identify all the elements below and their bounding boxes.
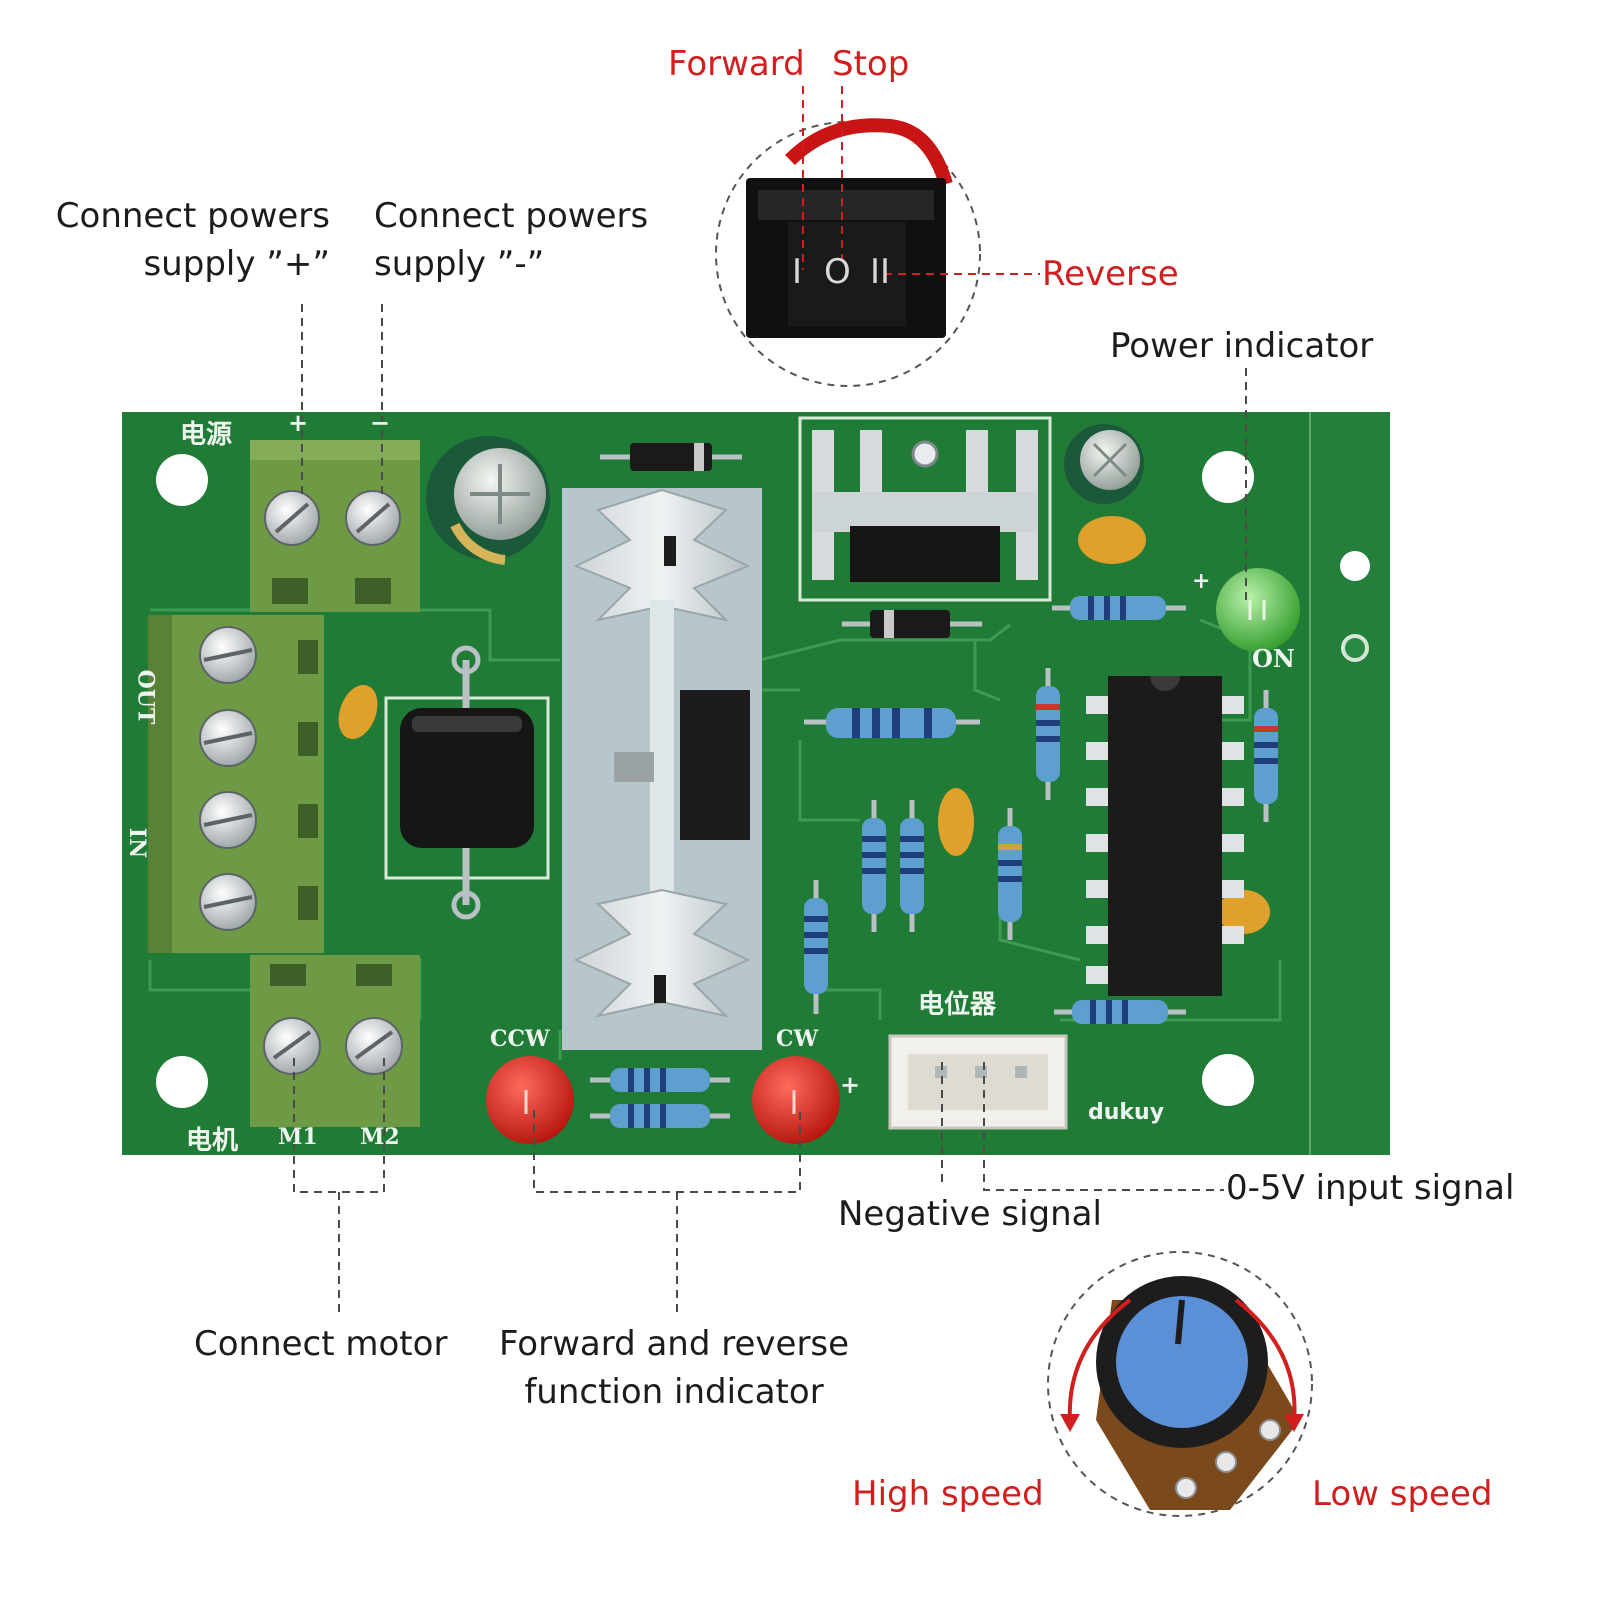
- label-power-minus-line1: Connect powers: [374, 196, 649, 236]
- resistor: [804, 880, 828, 1014]
- resistor: [998, 808, 1022, 940]
- resistor: [804, 708, 980, 738]
- label-connect-motor: Connect motor: [194, 1324, 448, 1364]
- ic-chip: [1086, 676, 1244, 996]
- label-fr-indicator-line2: function indicator: [524, 1372, 824, 1412]
- silk-power: 电源: [180, 420, 233, 450]
- rocker-switch-inset: [715, 118, 981, 387]
- ceramic-capacitors: [338, 516, 1270, 934]
- potentiometer-inset: [1047, 1251, 1313, 1517]
- power-led: [1216, 568, 1300, 652]
- resistor: [1036, 668, 1060, 800]
- silk-cw-plus: +: [840, 1070, 861, 1099]
- label-power-minus-line2: supply ”-”: [374, 244, 545, 284]
- silk-m1: M1: [278, 1124, 318, 1150]
- silk-motor: 电机: [186, 1126, 239, 1156]
- resistor: [590, 1068, 730, 1092]
- label-high-speed: High speed: [852, 1474, 1044, 1514]
- cw-led: [752, 1056, 840, 1144]
- resistor: [862, 800, 886, 932]
- electrolytic-capacitor-large: [426, 436, 550, 565]
- silk-ccw: CCW: [490, 1026, 550, 1052]
- callout-lines: [293, 86, 1247, 1316]
- resistor: [590, 1104, 730, 1128]
- label-power-plus-line1: Connect powers: [55, 196, 330, 236]
- label-power-minus: Connect powers supply ”-”: [374, 192, 648, 288]
- label-power-indicator: Power indicator: [1110, 326, 1374, 366]
- label-power-plus-line2: supply ”+”: [143, 244, 330, 284]
- switch-terminal-block: [148, 615, 324, 953]
- motor-terminal-block: [250, 955, 420, 1127]
- label-low-speed: Low speed: [1312, 1474, 1493, 1514]
- silk-minus: −: [370, 408, 391, 437]
- silk-plus: +: [288, 408, 309, 437]
- silk-in: IN: [124, 827, 151, 859]
- silk-out: OUT: [132, 669, 159, 725]
- mosfet-heatsink: [562, 488, 762, 1050]
- resistor: [900, 800, 924, 932]
- silk-pot: 电位器: [918, 990, 997, 1020]
- resistor: [1054, 1000, 1186, 1024]
- resistor: [1254, 690, 1278, 822]
- switch-reverse-mark: II: [870, 252, 891, 292]
- silk-on: ON: [1252, 644, 1295, 673]
- power-diode: [384, 645, 550, 920]
- label-input-signal: 0-5V input signal: [1226, 1168, 1515, 1208]
- label-power-plus: Connect powers supply ”+”: [30, 192, 330, 288]
- signal-diodes: [600, 443, 982, 638]
- ccw-led: [486, 1056, 574, 1144]
- resistors: [590, 596, 1278, 1128]
- switch-forward-mark: I: [792, 252, 803, 292]
- silk-led-plus: +: [1192, 568, 1211, 594]
- electrolytic-capacitor-small: [1064, 424, 1144, 504]
- power-terminal-block: [250, 440, 420, 612]
- switch-stop-mark: O: [824, 252, 851, 292]
- silk-cw: CW: [776, 1026, 819, 1052]
- resistor: [1052, 596, 1186, 620]
- potentiometer-connector: [888, 1034, 1068, 1130]
- silk-brand: dukuy: [1088, 1100, 1165, 1125]
- silk-m2: M2: [360, 1124, 400, 1150]
- label-negative-signal: Negative signal: [838, 1194, 1102, 1234]
- label-stop: Stop: [832, 44, 910, 84]
- label-fr-indicator-line1: Forward and reverse: [498, 1324, 850, 1364]
- label-fr-indicator: Forward and reverse function indicator: [474, 1320, 874, 1416]
- label-reverse: Reverse: [1042, 254, 1179, 294]
- label-forward: Forward: [668, 44, 805, 84]
- regulator-heatsink: [798, 416, 1052, 602]
